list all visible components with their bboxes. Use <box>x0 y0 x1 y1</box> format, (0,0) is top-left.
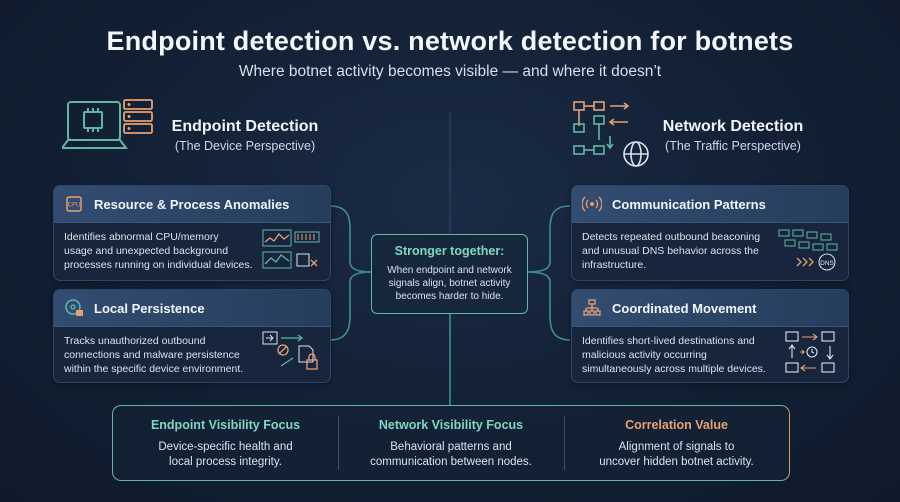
column-description: Alignment of signals to uncover hidden b… <box>599 441 754 468</box>
card-description: Identifies short-lived destinations and … <box>582 335 766 375</box>
card-header: Coordinated Movement <box>572 290 848 327</box>
card-title: Local Persistence <box>94 300 205 316</box>
summary-panel: Endpoint Visibility Focus Device-specifi… <box>112 405 790 481</box>
network-subtitle: (The Traffic Perspective) <box>665 139 801 153</box>
network-flow-illustration <box>572 100 654 168</box>
card-header: Communication Patterns <box>572 186 848 223</box>
blocked-connection-icon <box>261 330 323 381</box>
column-title: Network Visibility Focus <box>378 418 524 432</box>
column-divider <box>564 416 565 470</box>
correlation-value-column: Correlation Value Alignment of signals t… <box>564 406 789 480</box>
card-title: Coordinated Movement <box>612 300 757 316</box>
card-header: CPU Resource & Process Anomalies <box>54 186 330 223</box>
page-subtitle: Where botnet activity becomes visible — … <box>238 63 662 80</box>
center-title: Stronger together: <box>394 244 505 258</box>
local-persistence-card: Local Persistence Tracks unauthorized ou… <box>53 289 331 383</box>
stronger-together-box: Stronger together: When endpoint and net… <box>371 234 528 314</box>
endpoint-title: Endpoint Detection <box>171 118 319 135</box>
card-description: Identifies abnormal CPU/memory usage and… <box>64 231 253 271</box>
device-movement-icon <box>784 330 840 381</box>
card-title: Resource & Process Anomalies <box>94 196 290 212</box>
network-title: Network Detection <box>662 118 804 135</box>
endpoint-subtitle: (The Device Perspective) <box>174 139 316 153</box>
card-title: Communication Patterns <box>612 196 766 212</box>
cpu-icon: CPU <box>64 194 84 214</box>
column-title: Correlation Value <box>625 418 728 432</box>
disk-lock-icon <box>64 298 84 318</box>
column-description: Behavioral patterns and communication be… <box>370 441 532 468</box>
column-title: Endpoint Visibility Focus <box>150 418 301 432</box>
card-description: Detects repeated outbound beaconing and … <box>582 231 761 271</box>
endpoint-visibility-column: Endpoint Visibility Focus Device-specifi… <box>113 406 338 480</box>
svg-text:CPU: CPU <box>68 203 81 209</box>
signal-icon <box>582 194 602 214</box>
svg-text:DNS: DNS <box>820 260 834 267</box>
beaconing-dns-icon: DNS <box>777 228 843 279</box>
network-tree-icon <box>582 298 602 318</box>
card-description: Tracks unauthorized outbound connections… <box>64 335 244 375</box>
coordinated-movement-card: Coordinated Movement Identifies short-li… <box>571 289 849 383</box>
activity-charts-icon <box>261 228 323 277</box>
column-description: Device-specific health and local process… <box>158 441 293 468</box>
card-header: Local Persistence <box>54 290 330 327</box>
column-divider <box>338 416 339 470</box>
page-title: Endpoint detection vs. network detection… <box>106 26 794 56</box>
resource-process-anomalies-card: CPU Resource & Process Anomalies Identif… <box>53 185 331 281</box>
laptop-chip-illustration <box>60 96 162 168</box>
network-visibility-column: Network Visibility Focus Behavioral patt… <box>338 406 564 480</box>
communication-patterns-card: Communication Patterns Detects repeated … <box>571 185 849 281</box>
center-description: When endpoint and network signals align,… <box>387 265 512 302</box>
